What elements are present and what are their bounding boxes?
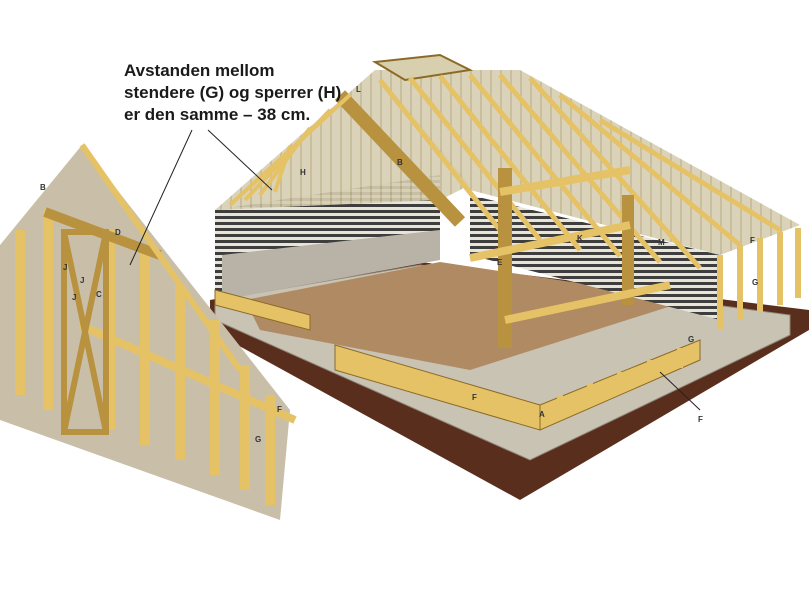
label-h: H <box>300 168 306 177</box>
left-sill <box>214 289 311 331</box>
leader-line-g <box>129 129 193 266</box>
wall-panel-rafter <box>79 143 243 372</box>
label-c: C <box>96 290 102 299</box>
studs-wall-panel <box>15 210 275 505</box>
ridge-beam <box>334 90 466 227</box>
beam-upper <box>499 166 631 196</box>
label-g-wall: G <box>255 435 261 444</box>
beam-k <box>469 221 631 262</box>
label-g-right: G <box>752 278 758 287</box>
post-e-right <box>622 195 634 305</box>
caption-line-2: stendere (G) og sperrer (H) <box>124 83 342 102</box>
label-d: D <box>115 228 121 237</box>
rafters-left <box>228 93 352 207</box>
label-b-wall: B <box>40 183 46 192</box>
label-k: K <box>577 234 583 243</box>
label-a: A <box>539 410 545 419</box>
label-j-2: J <box>80 276 84 285</box>
post-e <box>498 168 512 348</box>
label-f-right: F <box>750 236 755 245</box>
label-e: E <box>497 258 503 267</box>
leader-line-h <box>207 129 273 191</box>
caption-line-1: Avstanden mellom <box>124 61 275 80</box>
label-f-leader: F <box>698 415 703 424</box>
label-m: M <box>658 238 665 247</box>
beam-lower <box>504 281 671 324</box>
wall-panel-bottom-plate <box>78 321 297 424</box>
skylight <box>371 53 474 82</box>
window-frame-j <box>61 229 109 435</box>
label-f-wall: F <box>277 405 282 414</box>
floor-deck <box>245 262 690 370</box>
label-b-roof: B <box>397 158 403 167</box>
label-j-3: J <box>72 293 76 302</box>
leader-line-f <box>659 371 701 411</box>
spacing-caption: Avstanden mellom stendere (G) og sperrer… <box>124 60 341 126</box>
back-wall-left-lower <box>222 230 440 300</box>
rafters-right <box>378 73 782 270</box>
label-g-front: G <box>688 335 694 344</box>
label-f-front: F <box>472 393 477 402</box>
label-j-1: J <box>63 263 67 272</box>
studs-front <box>557 348 683 415</box>
label-l: L <box>356 85 361 94</box>
studs-right-gable <box>717 228 801 330</box>
caption-line-3: er den samme – 38 cm. <box>124 105 311 124</box>
